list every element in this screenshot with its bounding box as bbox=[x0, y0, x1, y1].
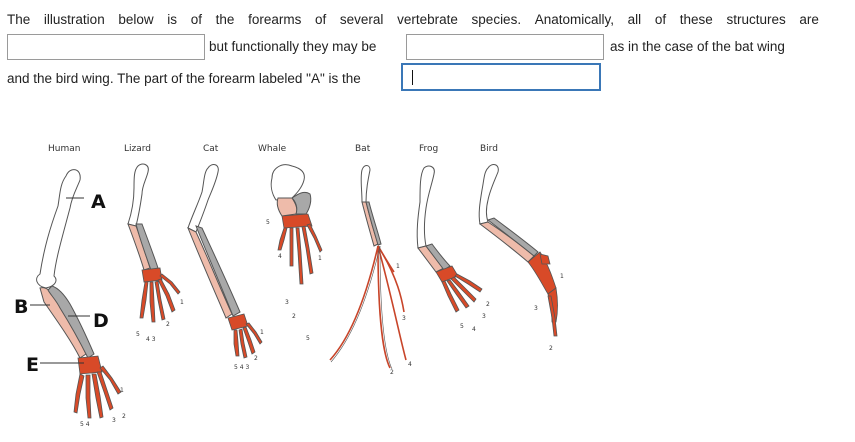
label-b: B bbox=[14, 296, 28, 318]
lizard-digit-label-5: 5 bbox=[136, 331, 140, 338]
cat-forearm bbox=[187, 164, 263, 359]
forearm-illustration: Human Lizard Cat Whale Bat Frog Bird A B… bbox=[14, 144, 564, 428]
human-digit-label-2: 2 bbox=[122, 413, 126, 420]
question-word: structures bbox=[726, 12, 786, 27]
question-word: of bbox=[314, 12, 327, 27]
whale-forearm bbox=[270, 164, 323, 285]
frog-digit-label-2: 2 bbox=[486, 301, 490, 308]
frog-forearm bbox=[416, 165, 483, 313]
species-label-human: Human bbox=[48, 144, 80, 154]
lizard-digit-label-1: 1 bbox=[180, 299, 184, 306]
human-digit-label-3: 3 bbox=[112, 417, 116, 424]
question-text-as-in-the-case: as in the case of the bat wing bbox=[610, 39, 785, 54]
bat-digit-label-1: 1 bbox=[396, 263, 400, 270]
text-cursor bbox=[412, 70, 413, 85]
answer-blank-1[interactable] bbox=[7, 34, 205, 60]
question-word: of bbox=[654, 12, 667, 27]
question-text-but-functionally: but functionally they may be bbox=[209, 39, 377, 54]
frog-digit-label-5: 5 bbox=[460, 323, 464, 330]
question-word: illustration bbox=[43, 12, 105, 27]
question-word: The bbox=[7, 12, 31, 27]
label-a: A bbox=[91, 191, 106, 213]
bird-digit-label-3: 3 bbox=[534, 305, 538, 312]
species-label-bat: Bat bbox=[355, 144, 371, 154]
bird-digit-label-1: 1 bbox=[560, 273, 564, 280]
label-e: E bbox=[26, 354, 39, 376]
question-word: these bbox=[679, 12, 713, 27]
question-word: all bbox=[627, 12, 642, 27]
question-word: are bbox=[799, 12, 819, 27]
species-label-bird: Bird bbox=[480, 144, 498, 154]
question-word: forearms bbox=[248, 12, 302, 27]
lizard-forearm bbox=[127, 163, 181, 323]
cat-digit-label-2: 2 bbox=[254, 355, 258, 362]
human-forearm bbox=[36, 169, 122, 419]
frog-digit-label-3: 3 bbox=[482, 313, 486, 320]
whale-digit-label-2: 2 bbox=[292, 313, 296, 320]
question-word: several bbox=[339, 12, 384, 27]
lizard-digit-label-2: 2 bbox=[166, 321, 170, 328]
species-label-whale: Whale bbox=[258, 144, 287, 154]
whale-digit-label-4: 4 bbox=[278, 253, 282, 260]
species-label-cat: Cat bbox=[203, 144, 219, 154]
bat-digit-label-2: 2 bbox=[390, 369, 394, 376]
bat-digit-label-4: 4 bbox=[408, 361, 412, 368]
frog-digit-label-4: 4 bbox=[472, 326, 476, 333]
human-digit-labels: 5 4 bbox=[80, 421, 90, 428]
question-word: species. bbox=[471, 12, 522, 27]
human-digit-label-1: 1 bbox=[120, 387, 124, 394]
bat-digit-label-3: 3 bbox=[402, 315, 406, 322]
bird-forearm bbox=[478, 164, 558, 337]
species-label-frog: Frog bbox=[419, 144, 438, 154]
whale-digit-label-5: 5 bbox=[266, 219, 270, 226]
cat-digit-labels: 5 4 3 bbox=[234, 364, 249, 371]
whale-digit-label-3: 3 bbox=[285, 299, 289, 306]
question-word: of bbox=[190, 12, 202, 27]
question-word: vertebrate bbox=[397, 12, 458, 27]
answer-blank-2[interactable] bbox=[406, 34, 604, 60]
species-label-lizard: Lizard bbox=[124, 144, 151, 154]
bat-forearm bbox=[329, 165, 407, 370]
question-word: is bbox=[167, 12, 178, 27]
whale-digit-label-1: 1 bbox=[318, 255, 322, 262]
lizard-digit-labels-43: 4 3 bbox=[146, 336, 156, 343]
bat-digit-label-5: 5 bbox=[306, 335, 310, 342]
question-text-part-labeled-a: and the bird wing. The part of the forea… bbox=[7, 71, 361, 86]
label-d: D bbox=[93, 310, 109, 332]
bird-digit-label-2: 2 bbox=[549, 345, 553, 352]
cat-digit-label-1: 1 bbox=[260, 329, 264, 336]
question-word: Anatomically, bbox=[534, 12, 615, 27]
answer-blank-3[interactable] bbox=[401, 63, 601, 91]
question-word: the bbox=[215, 12, 235, 27]
question-word: below bbox=[118, 12, 154, 27]
